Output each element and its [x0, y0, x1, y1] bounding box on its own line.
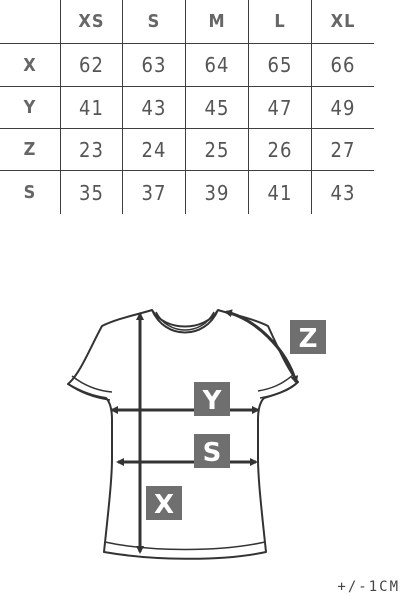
row-label-x: X: [23, 54, 37, 76]
table-cell: 62: [79, 53, 104, 77]
table-divider: [0, 128, 374, 129]
table-divider: [0, 86, 374, 87]
column-header-m: M: [208, 11, 226, 32]
row-label-z: Z: [23, 139, 37, 160]
label-x-badge: [146, 486, 182, 520]
table-divider: [60, 0, 61, 214]
tolerance-note: +/-1CM: [337, 579, 400, 595]
column-header-s: S: [147, 11, 161, 32]
row-label-y: Y: [23, 97, 37, 118]
label-y-badge: [194, 382, 230, 416]
label-y: Y: [202, 386, 223, 416]
table-cell: 37: [141, 180, 167, 205]
table-cell: 27: [330, 137, 356, 162]
label-x: X: [154, 490, 174, 520]
size-chart-table: XS S M L XL X 62 63 64 65 66 Y 41 43 45 …: [0, 0, 374, 214]
table-divider: [0, 170, 374, 171]
column-header-l: L: [274, 11, 286, 32]
row-label-s: S: [23, 182, 37, 203]
table-cell: 45: [204, 95, 230, 120]
table-cell: 24: [141, 137, 167, 162]
table-divider: [311, 0, 312, 214]
table-cell: 35: [79, 180, 104, 205]
label-z: Z: [299, 324, 318, 354]
table-cell: 41: [267, 180, 293, 205]
tshirt-measurement-diagram: Z Y S X: [0, 290, 404, 590]
table-cell: 26: [267, 137, 293, 162]
table-cell: 41: [79, 95, 104, 120]
table-divider: [248, 0, 249, 214]
table-cell: 63: [141, 53, 167, 77]
column-header-xs: XS: [78, 11, 105, 32]
label-s: S: [203, 438, 222, 468]
table-cell: 47: [267, 95, 293, 120]
shoulder-measure-arrow: [224, 309, 299, 384]
label-s-badge: [194, 434, 230, 468]
table-cell: 23: [79, 137, 104, 162]
table-cell: 65: [267, 53, 293, 77]
table-divider: [122, 0, 123, 214]
table-cell: 43: [141, 95, 167, 120]
table-cell: 25: [204, 137, 230, 162]
table-cell: 66: [330, 53, 356, 77]
table-cell: 64: [204, 53, 230, 77]
column-header-xl: XL: [330, 11, 356, 32]
table-cell: 39: [204, 180, 230, 205]
table-cell: 49: [330, 95, 356, 120]
table-cell: 43: [330, 180, 356, 205]
tshirt-outline-icon: [67, 309, 299, 560]
label-z-badge: [290, 320, 326, 354]
table-divider: [185, 0, 186, 214]
table-divider: [0, 43, 374, 44]
tshirt-diagram-svg: Z Y S X: [67, 309, 326, 560]
